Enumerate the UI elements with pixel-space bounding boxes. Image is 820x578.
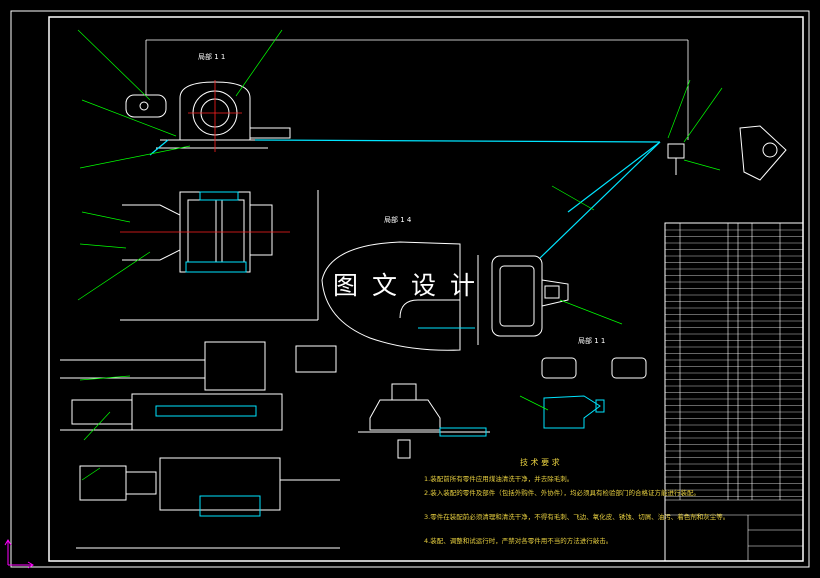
detail-plate	[321, 241, 479, 351]
bill-of-materials-rows	[665, 229, 803, 497]
watermark: 图文设计	[333, 271, 490, 300]
top-assembly-centerlines	[188, 80, 242, 152]
buckle-detail	[491, 255, 569, 337]
dimension-lines-top	[145, 39, 689, 140]
section-view-3	[60, 341, 337, 431]
leader-lines	[77, 29, 723, 481]
bottom-view-5	[76, 457, 340, 549]
ucs-icon	[4, 539, 34, 569]
bottom-view-5-cyan	[199, 495, 261, 517]
gear-mechanism-cyan	[185, 191, 247, 273]
outer-border	[10, 10, 810, 568]
view-label-detail-4: 局部 1 4	[384, 215, 412, 224]
bill-of-materials	[664, 222, 804, 562]
section-view-3-cyan	[155, 405, 257, 417]
tech-req-item-3: 3.零件在装配前必须清理和清洗干净，不得有毛刺、飞边、氧化皮、锈蚀、切屑、油污、…	[424, 512, 729, 521]
tech-req-item-4: 4.装配、调整和试运行时，严禁对各零件用不当的方法进行敲击。	[424, 536, 612, 545]
cable-run	[149, 139, 661, 259]
buckle-fitting-right	[667, 125, 787, 181]
top-assembly-view	[125, 81, 291, 149]
tech-req-title: 技 术 要 求	[520, 457, 560, 467]
view-label-detail-b: 局部 1 1	[578, 336, 605, 345]
bolt-section-cyan	[439, 427, 487, 437]
tech-req-item-2: 2.装入装配的零件及部件（包括外购件、外协件），均必须具有检验部门的合格证方能进…	[424, 488, 700, 497]
view-label-detail-1: 局部 1 1	[198, 52, 225, 61]
tech-req-item-1: 1.装配前所有零件应用煤油清洗干净，并去除毛刺。	[424, 474, 573, 483]
small-fittings	[541, 357, 647, 379]
gear-mechanism-plan-view	[120, 190, 319, 321]
tag-part	[543, 395, 605, 429]
bolt-section	[358, 383, 490, 459]
